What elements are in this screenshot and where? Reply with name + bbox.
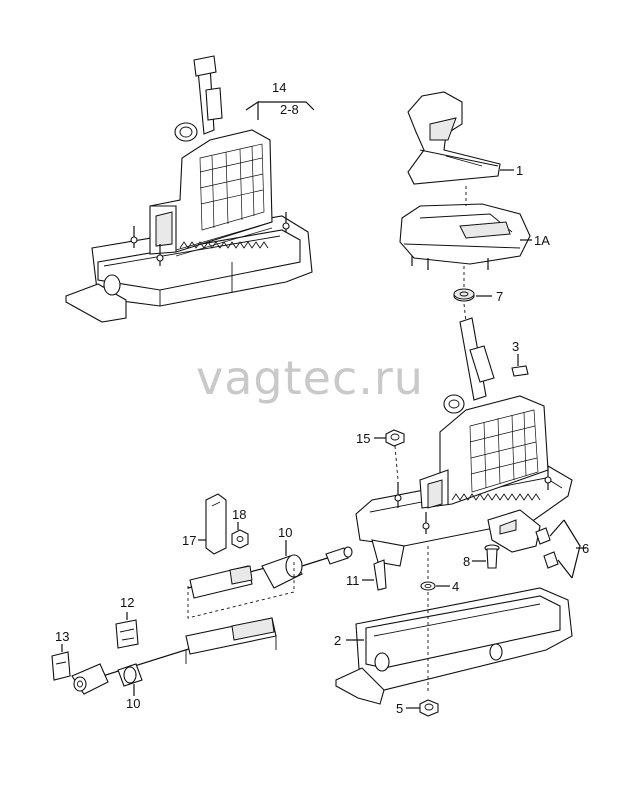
callout-1: 1 (516, 163, 523, 178)
washer-4 (420, 546, 450, 591)
shift-mechanism-assembly-overview (65, 55, 315, 323)
callout-10-bottom: 10 (126, 696, 140, 711)
callout-7: 7 (496, 289, 503, 304)
gear-knob (407, 91, 514, 185)
clip-11 (362, 559, 387, 591)
callout-14: 14 (272, 80, 286, 95)
callout-2: 2 (334, 633, 341, 648)
callout-3: 3 (512, 339, 519, 354)
callout-5: 5 (396, 701, 403, 716)
washer-7 (453, 266, 492, 302)
pin-8 (472, 544, 500, 569)
callout-8: 8 (463, 554, 470, 569)
callout-18: 18 (232, 507, 246, 522)
nut-5 (406, 699, 439, 717)
callout-15: 15 (356, 431, 370, 446)
lower-housing-tray (335, 587, 573, 705)
callout-14-range: 2-8 (280, 102, 299, 117)
callout-1a: 1A (534, 233, 550, 248)
callout-4: 4 (452, 579, 459, 594)
bracket-17 (198, 493, 227, 555)
clip-12 (115, 612, 139, 649)
selector-cable-upper (187, 540, 353, 619)
nut-18 (231, 522, 249, 549)
callout-17: 17 (182, 533, 196, 548)
callout-11: 11 (346, 573, 360, 588)
screws-6 (535, 519, 586, 579)
callout-13: 13 (55, 629, 69, 644)
clip-13 (51, 644, 71, 681)
selector-mechanism-housing (355, 303, 573, 567)
watermark: vagtec.ru (196, 351, 424, 405)
callout-6: 6 (582, 541, 589, 556)
callout-12: 12 (120, 595, 134, 610)
selector-cable-lower (71, 617, 277, 696)
nut-15 (374, 429, 405, 481)
cap-3 (511, 354, 529, 377)
cover-plate (399, 186, 532, 270)
callout-10-top: 10 (278, 525, 292, 540)
